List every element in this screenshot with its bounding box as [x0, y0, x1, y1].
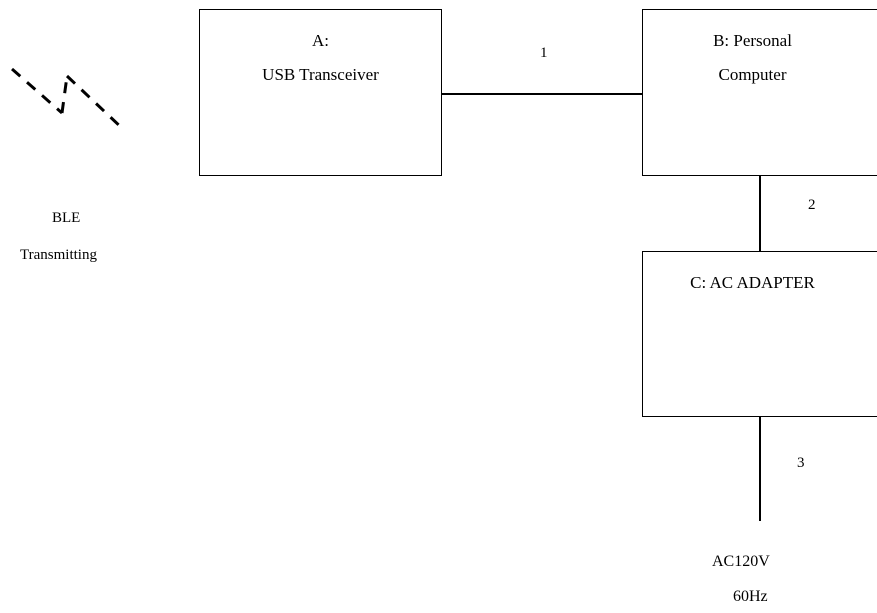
ble-label-line1: BLE: [52, 210, 81, 226]
usb-transceiver-box: A: USB Transceiver: [199, 9, 442, 176]
ac-power-frequency: 60Hz: [733, 588, 768, 605]
ac-adapter-title: C: AC ADAPTER: [690, 273, 815, 292]
usb-transceiver-title: A:: [312, 31, 329, 50]
connection-line-3: [759, 417, 761, 521]
personal-computer-title: B: Personal: [713, 31, 792, 50]
connection-label-3: 3: [797, 455, 805, 471]
ac-adapter-box: C: AC ADAPTER: [642, 251, 877, 417]
ac-power-voltage: AC120V: [712, 553, 770, 570]
usb-transceiver-subtitle: USB Transceiver: [262, 65, 379, 84]
personal-computer-box: B: Personal Computer: [642, 9, 877, 176]
connection-line-1: [442, 93, 642, 95]
connection-label-2: 2: [808, 197, 816, 213]
connection-label-1: 1: [540, 45, 548, 61]
connection-line-2: [759, 176, 761, 251]
ble-label-line2: Transmitting: [20, 247, 97, 263]
personal-computer-subtitle: Computer: [718, 65, 787, 84]
wireless-signal-icon: [11, 67, 126, 132]
